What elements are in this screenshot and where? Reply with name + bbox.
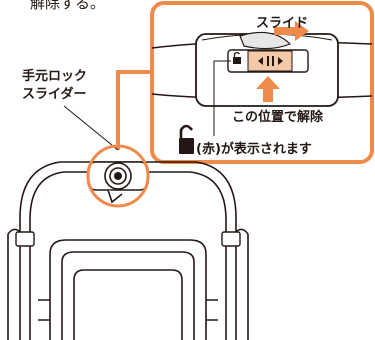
- lock-slider-label-line1: 手元ロック: [22, 69, 88, 84]
- stroller-seat: [38, 239, 218, 340]
- indicator-leader-line: [213, 60, 231, 84]
- slide-arrow-icon: [274, 21, 309, 41]
- label-pointer-line: [63, 105, 119, 151]
- instruction-text: 解除する。: [30, 0, 106, 12]
- release-arrow-icon: [256, 76, 280, 102]
- lock-slider-label: 手元ロック スライダー: [22, 68, 87, 104]
- red-indicator-label: (赤)が表示されます: [196, 142, 312, 157]
- open-padlock-icon: [179, 124, 194, 154]
- handle-slider-unit: [87, 161, 149, 204]
- handle-clamps: [15, 231, 241, 247]
- callout-connector: [116, 70, 152, 150]
- knob-bar-1: [267, 56, 269, 66]
- knob-right-triangle: [278, 57, 283, 65]
- knob-bar-2: [272, 56, 274, 66]
- slider-knob: [247, 50, 293, 72]
- slide-label: スライド: [256, 16, 309, 31]
- knob-left-triangle: [258, 57, 263, 65]
- lock-slider-label-line2: スライダー: [22, 87, 87, 102]
- zoom-callout-frame: [150, 1, 374, 164]
- small-lock-icon: [233, 51, 241, 64]
- magnifier-circle: [86, 144, 150, 208]
- release-position-label: この位置で解除: [232, 110, 324, 125]
- slider-grip: [239, 31, 292, 50]
